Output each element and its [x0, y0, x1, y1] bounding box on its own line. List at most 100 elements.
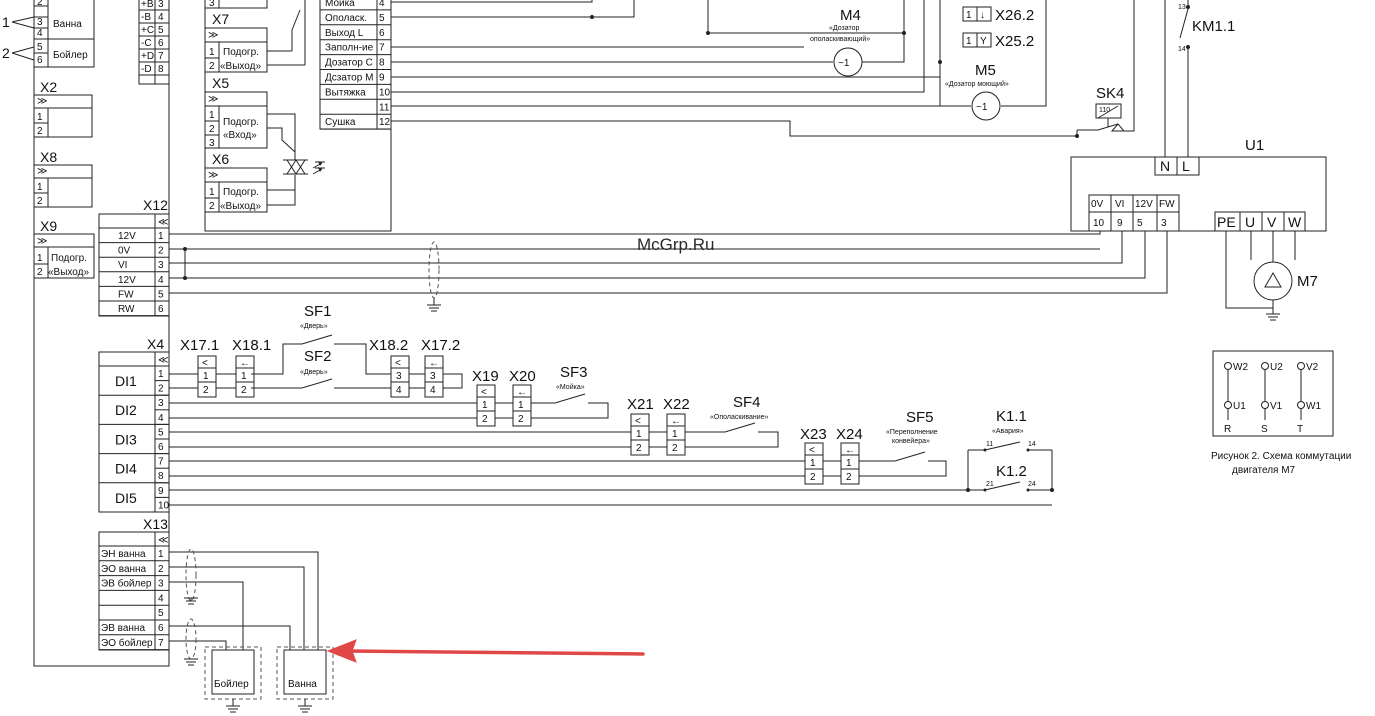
top-pin-label: 3 [37, 17, 43, 28]
x4-pin: 2 [158, 384, 164, 395]
km-pin: 14 [1178, 46, 1186, 53]
connector-title: X24 [836, 426, 863, 443]
motor-icon [833, 47, 863, 77]
sk4-label: SK4 [1096, 85, 1124, 102]
x13-row-label: ЭВ бойлер [101, 578, 152, 590]
connector-x23: X23<12 [800, 426, 827, 485]
bus-pin: 6 [158, 38, 164, 49]
x4-input-label: DI1 [115, 373, 137, 389]
side-mark: 2 [2, 45, 10, 61]
x13-row-label: ЭО ванна [101, 564, 147, 575]
x9-label: «Выход» [48, 267, 89, 278]
bath-label: Ванна [288, 679, 317, 690]
k11-label: K1.1 [996, 408, 1027, 425]
connector-arrow-icon: ← [845, 445, 855, 456]
output-label: Сушка [325, 117, 356, 128]
connector-title: X21 [627, 396, 654, 413]
top-pin-label: 5 [37, 42, 43, 53]
output-pin: 10 [379, 87, 391, 98]
x12-connector [98, 213, 170, 317]
output-pin: 6 [379, 28, 385, 39]
x4-pin: 6 [158, 442, 164, 453]
motor-m4: M4 «Дозатор ополаскивающий» ~1 [810, 7, 870, 77]
x26-x25: 1 ↓ X26.2 1 Y X25.2 [962, 6, 1034, 50]
bus-label: -C [141, 38, 152, 49]
x9-pin: 2 [37, 267, 43, 278]
u1-ctrl-label: FW [1159, 199, 1175, 210]
connector-arrow-icon: ≫ [208, 30, 218, 41]
connector-pin: 4 [430, 385, 436, 396]
x2-title: X2 [40, 79, 57, 95]
bus-pin: 7 [158, 51, 164, 62]
scheme-caption: двигателя M7 [1232, 465, 1296, 476]
m5-title: M5 [975, 62, 996, 79]
sf2-label: SF2 [304, 348, 332, 365]
sk4-thermostat: SK4 110 [1075, 0, 1135, 138]
connector-pin: 1 [672, 429, 678, 440]
scheme-top-label: V2 [1306, 362, 1319, 373]
x9-pin: 1 [37, 253, 43, 264]
x12-row-pin: 1 [158, 231, 164, 242]
connector-x21: X21<12 [627, 396, 654, 456]
x12-row-pin: 5 [158, 289, 164, 300]
u1-title: U1 [1245, 137, 1264, 154]
connector-pin: 2 [241, 385, 247, 396]
connector-pin: 3 [396, 371, 402, 382]
connector-pin: 1 [203, 371, 209, 382]
connector-pin: 2 [482, 414, 488, 425]
connector-pin: 2 [672, 443, 678, 454]
k11-desc: «Авария» [992, 428, 1024, 435]
connector-pin: 1 [482, 400, 488, 411]
x8-pin: 1 [37, 182, 43, 193]
x6-pin: 2 [209, 201, 215, 212]
u1-motor-terminal: PE [1217, 214, 1236, 230]
connector-pin: 2 [810, 472, 816, 483]
x13-connector [98, 531, 170, 651]
connector-title: X20 [509, 368, 536, 385]
x6-label: Подогр. [223, 187, 259, 198]
x12-bus-wires [169, 231, 1168, 312]
connector-pin: 1 [846, 458, 852, 469]
bus-label: +B [141, 0, 154, 10]
connector-x18-1: X18.1←12 [232, 337, 271, 398]
x5-pin: 3 [209, 138, 215, 149]
x12-row-label: 0V [118, 246, 131, 257]
u1-motor-terminal: V [1267, 214, 1277, 230]
top-pin-label: 6 [37, 55, 43, 66]
x13-row-pin: 5 [158, 608, 164, 619]
x12-row-label: FW [118, 289, 134, 300]
boiler-tank [211, 649, 255, 695]
x4-pin: 10 [158, 500, 170, 511]
connector-title: X17.1 [180, 337, 219, 354]
connector-arrow-icon: ≫ [208, 170, 218, 181]
output-pin: 7 [379, 43, 385, 54]
connector-x24: X24←12 [836, 426, 863, 485]
connector-pin: 4 [396, 385, 402, 396]
sf1-label: SF1 [304, 303, 332, 320]
x7-label: Подогр. [223, 47, 259, 58]
x13-row-pin: 4 [158, 593, 164, 604]
sf3-desc: «Мойка» [556, 383, 585, 391]
connector-arrow-icon: ≪ [158, 535, 168, 546]
x6-pin: 1 [209, 187, 215, 198]
u1-motor-terminal: W [1288, 214, 1302, 230]
x5-connector [204, 91, 268, 149]
k12-pin: 21 [986, 481, 994, 488]
top-label-bath: Ванна [53, 19, 82, 30]
u1-ctrl-pin: 10 [1093, 218, 1105, 229]
connector-arrow-icon: < [481, 387, 487, 398]
x4-pin: 5 [158, 427, 164, 438]
x7-pin: 1 [209, 47, 215, 58]
output-pin: 11 [379, 102, 390, 113]
bus-label: +C [141, 25, 154, 36]
x13-row-pin: 1 [158, 549, 164, 560]
terminal-icon [1261, 401, 1269, 409]
m4-desc: ополаскивающий» [810, 35, 870, 43]
connector-pin: 1 [241, 371, 247, 382]
side-mark: 1 [2, 14, 10, 30]
x26-pin: 1 [966, 10, 972, 21]
scheme-phase-label: S [1261, 424, 1268, 435]
x4-input-label: DI3 [115, 431, 137, 447]
